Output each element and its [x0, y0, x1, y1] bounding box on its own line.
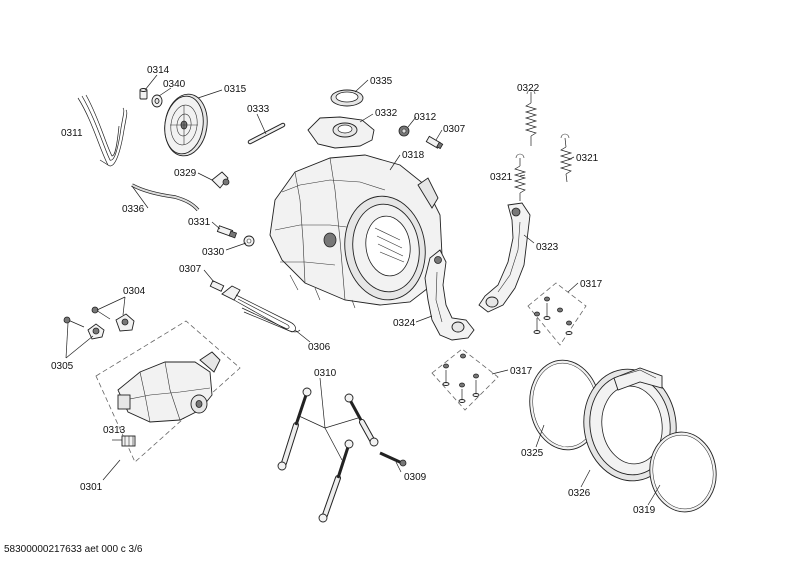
label-0305: 0305 — [51, 361, 74, 372]
drain-hose-part — [131, 183, 200, 212]
label-0317-left: 0317 — [510, 366, 533, 377]
grommet-part — [243, 235, 255, 247]
label-0329: 0329 — [174, 168, 197, 179]
label-0304: 0304 — [123, 286, 146, 297]
label-0318: 0318 — [402, 150, 425, 161]
heating-element-part — [209, 280, 301, 333]
label-0314: 0314 — [147, 65, 170, 76]
pulley-washer-part — [151, 94, 163, 108]
label-0319: 0319 — [633, 505, 656, 516]
label-0323: 0323 — [536, 242, 559, 253]
label-0312: 0312 — [414, 112, 437, 123]
pulley-nut-part — [139, 88, 148, 100]
label-0311: 0311 — [61, 128, 83, 139]
label-0310: 0310 — [314, 368, 337, 379]
document-footer: 58300000217633 aet 000 c 3/6 — [4, 544, 143, 555]
ntc-sensor-part — [216, 225, 238, 239]
motor-connector-part — [121, 435, 136, 447]
bearing-bracket-part — [307, 116, 375, 149]
motor-part — [117, 351, 221, 423]
sealing-ring-part — [330, 89, 364, 107]
label-0330: 0330 — [202, 247, 225, 258]
drum-pulley-part — [164, 93, 208, 157]
part-labels: 0311 0314 0340 0315 0333 0335 0332 0312 … — [51, 65, 656, 516]
label-0307-bottom: 0307 — [179, 264, 202, 275]
label-0315: 0315 — [224, 84, 247, 95]
suspension-spring-right-part — [559, 133, 573, 183]
label-0325: 0325 — [521, 448, 544, 459]
label-0340: 0340 — [163, 79, 186, 90]
label-0317-right: 0317 — [580, 279, 603, 290]
shock-absorber-middle-part — [318, 439, 354, 523]
label-0321-left: 0321 — [490, 172, 513, 183]
label-0331: 0331 — [188, 217, 211, 228]
label-0309: 0309 — [404, 472, 427, 483]
small-nut-part — [398, 125, 410, 137]
label-0336: 0336 — [122, 204, 145, 215]
label-0321-right: 0321 — [576, 153, 599, 164]
sensor-plug-part — [425, 135, 444, 150]
right-damper-bracket-part — [478, 202, 531, 313]
door-inner-glass-part — [529, 359, 601, 451]
label-0322: 0322 — [517, 83, 540, 94]
tub-part — [269, 154, 443, 309]
fastener-kit-left — [431, 348, 499, 411]
damper-bolt-part — [379, 451, 407, 467]
fastener-kit-right — [527, 282, 587, 346]
label-0332: 0332 — [375, 108, 398, 119]
label-0306: 0306 — [308, 342, 331, 353]
label-0307-top: 0307 — [443, 124, 466, 135]
door-frame-part — [583, 367, 677, 482]
label-0335: 0335 — [370, 76, 393, 87]
motor-kit-box — [95, 320, 241, 463]
label-0326: 0326 — [568, 488, 591, 499]
label-0333: 0333 — [247, 104, 270, 115]
feet-and-screws-parts — [63, 306, 135, 340]
tie-rod-part — [247, 122, 286, 145]
label-0313: 0313 — [103, 425, 126, 436]
label-0301: 0301 — [80, 482, 103, 493]
label-0324: 0324 — [393, 318, 416, 329]
shock-absorber-left-part — [277, 387, 312, 471]
suspension-spring-top-part — [524, 89, 538, 146]
leader-lines — [65, 74, 661, 506]
drive-belt-part — [77, 94, 128, 167]
door-outer-glass-part — [649, 431, 717, 513]
left-damper-bracket-part — [424, 249, 475, 341]
sensor-0329-part — [211, 171, 230, 189]
shock-absorber-right-part — [344, 393, 379, 447]
suspension-spring-left-part — [513, 153, 527, 201]
